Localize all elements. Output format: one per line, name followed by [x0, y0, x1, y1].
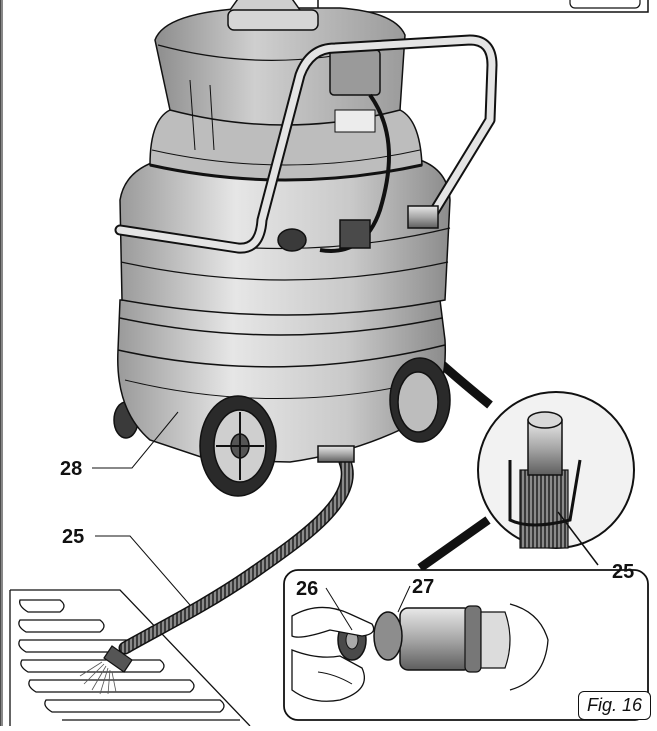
callout-28: 28 — [60, 458, 83, 480]
figure-label: Fig. 16 — [577, 691, 651, 720]
callout-27: 27 — [412, 576, 435, 598]
callout-leaders — [92, 411, 610, 631]
detail-box-connection — [283, 569, 649, 721]
suction-hose — [79, 455, 354, 695]
vacuum-cleaner — [113, 0, 498, 497]
callout-26: 26 — [296, 578, 319, 600]
zoom-circle-hose-holder — [477, 391, 635, 566]
callout-25-holder: 25 — [612, 561, 635, 583]
callout-25-hose: 25 — [62, 526, 85, 548]
floor-drain-grate — [9, 589, 251, 727]
